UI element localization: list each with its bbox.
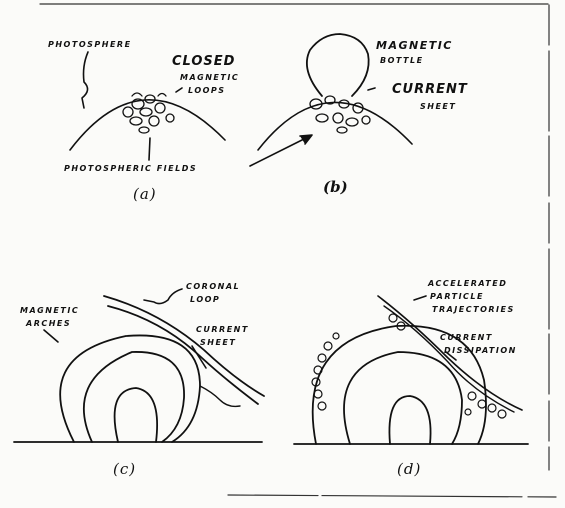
label-magnetic-loops-line1: MAGNETIC — [180, 74, 239, 82]
label-accelerated-line1: ACCELERATED — [428, 280, 507, 288]
photosphere-arc-a — [70, 100, 225, 150]
current-sheet-squiggle-c — [200, 386, 240, 406]
label-current-sheet-b-line1: CURRENT — [392, 83, 468, 96]
label-coronal-loop-line1: CORONAL — [186, 283, 240, 291]
photosphere-arc-b — [258, 102, 412, 150]
footpoint-loops-b — [310, 96, 370, 133]
caption-b: (b) — [323, 180, 348, 195]
photospheric-fields-arrow — [250, 136, 310, 166]
arch-inner-c — [115, 388, 158, 442]
label-magnetic-arches-line2: ARCHES — [26, 320, 71, 328]
arch-inner-d — [389, 396, 430, 444]
caption-d: (d) — [397, 462, 421, 477]
label-current-sheet-b-line2: SHEET — [420, 103, 456, 111]
photospheric-pointer-a — [149, 138, 150, 160]
current-sheet-pointer-b — [368, 88, 375, 90]
label-closed: CLOSED — [172, 55, 235, 68]
label-current-dissipation-line1: CURRENT — [440, 334, 493, 342]
particle-helix-loops-d — [312, 314, 506, 418]
closed-loops-pointer-a — [176, 88, 182, 92]
arch-middle-c — [84, 352, 184, 442]
photosphere-pointer-line — [82, 52, 88, 108]
label-magnetic-bottle-line2: BOTTLE — [380, 57, 424, 65]
label-magnetic-loops-line2: LOOPS — [188, 87, 226, 95]
magnetic-bottle — [307, 34, 369, 96]
caption-a: (a) — [133, 187, 157, 202]
panel-a — [70, 52, 312, 166]
accelerated-pointer — [414, 296, 426, 300]
coronal-loop-outer — [104, 296, 264, 396]
panel-d — [294, 296, 528, 444]
label-coronal-loop-line2: LOOP — [190, 296, 220, 304]
label-current-sheet-c-line1: CURRENT — [196, 326, 249, 334]
label-photospheric-fields: PHOTOSPHERIC FIELDS — [64, 165, 197, 173]
magnetic-arches-pointer — [44, 330, 58, 342]
label-magnetic-bottle-line1: MAGNETIC — [376, 40, 453, 51]
label-current-sheet-c-line2: SHEET — [200, 339, 236, 347]
label-photosphere: PHOTOSPHERE — [48, 41, 132, 49]
label-accelerated-line3: TRAJECTORIES — [432, 306, 515, 314]
caption-c: (c) — [113, 462, 136, 477]
frame-lines — [40, 4, 556, 497]
closed-loops-cluster-a — [123, 93, 174, 133]
label-current-dissipation-line2: DISSIPATION — [444, 347, 517, 355]
label-magnetic-arches-line1: MAGNETIC — [20, 307, 79, 315]
coronal-loop-pointer — [144, 289, 182, 304]
label-accelerated-line2: PARTICLE — [430, 293, 484, 301]
